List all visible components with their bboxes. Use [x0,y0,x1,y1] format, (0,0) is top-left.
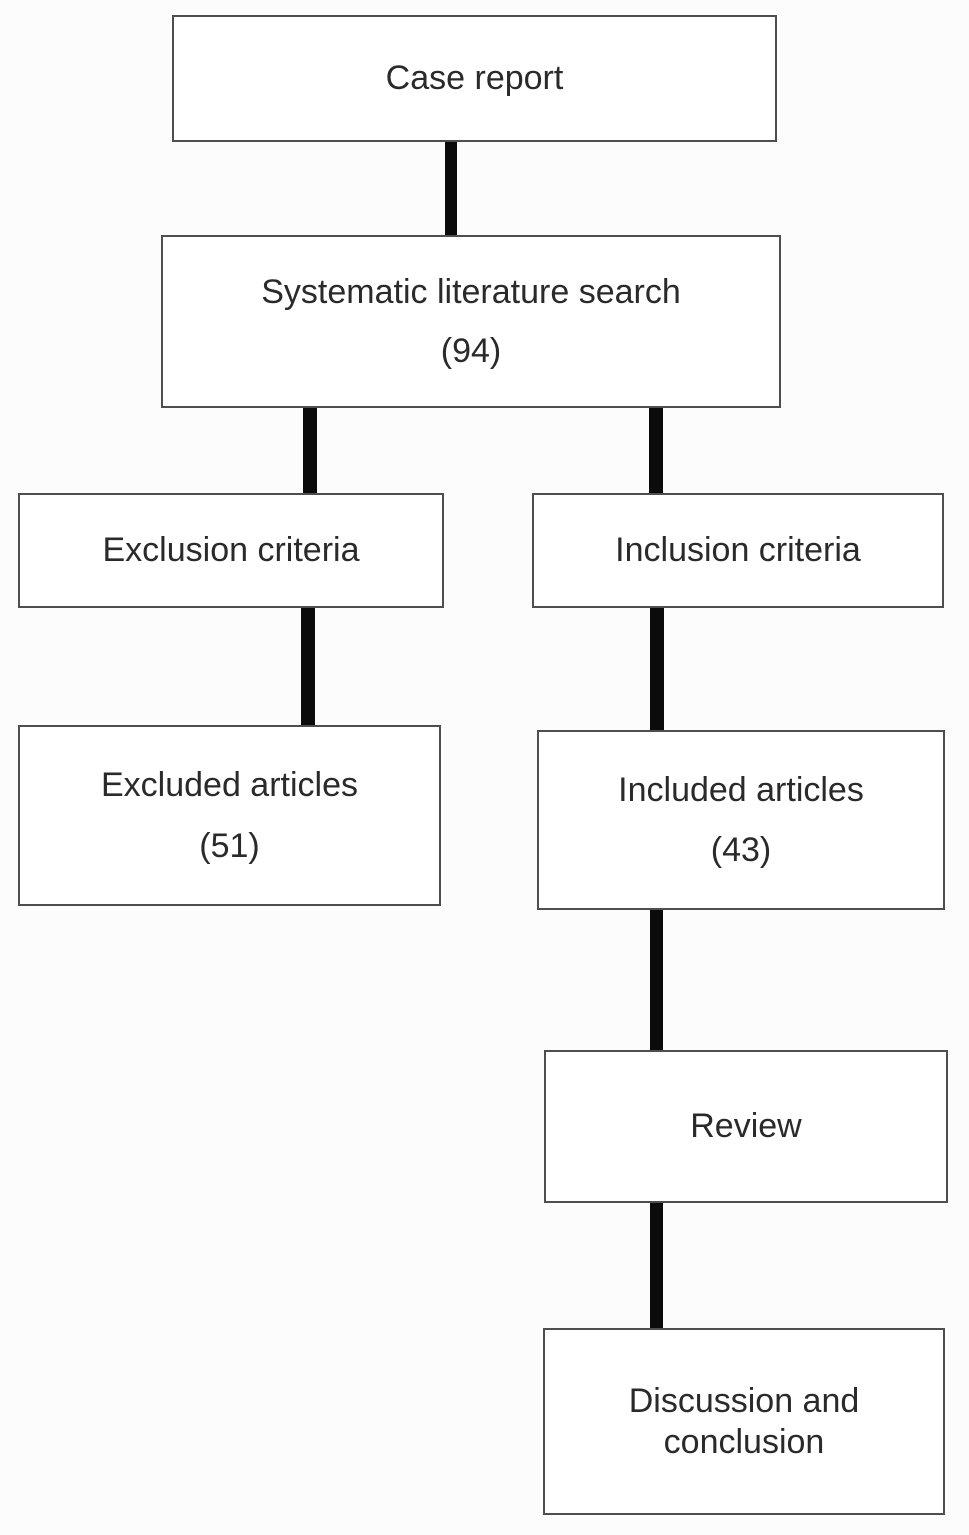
node-inclusion-criteria-label: Inclusion criteria [615,531,861,570]
node-systematic-literature-search: Systematic literature search (94) [161,235,781,408]
connector-case-report-to-search [445,139,457,237]
node-review: Review [544,1050,948,1203]
connector-review-to-discussion [650,1200,663,1330]
node-review-label: Review [690,1107,802,1146]
node-exclusion-criteria-label: Exclusion criteria [102,531,360,570]
connector-included-articles-to-review [650,907,663,1052]
node-included-articles-label: Included articles [618,770,864,809]
connector-search-to-inclusion-criteria [649,405,663,495]
node-discussion-label: Discussion and conclusion [628,1382,860,1461]
node-case-report: Case report [172,15,777,142]
node-exclusion-criteria: Exclusion criteria [18,493,444,608]
node-included-articles: Included articles (43) [537,730,945,910]
connector-search-to-exclusion-criteria [303,405,317,495]
node-excluded-articles-count: (51) [199,826,260,865]
node-included-articles-count: (43) [710,831,772,869]
node-discussion-and-conclusion: Discussion and conclusion [543,1328,945,1515]
connector-inclusion-criteria-to-included-articles [650,605,664,732]
node-case-report-label: Case report [385,59,564,98]
node-excluded-articles-label: Excluded articles [100,766,358,805]
node-inclusion-criteria: Inclusion criteria [532,493,944,608]
connector-exclusion-criteria-to-excluded-articles [301,605,315,727]
node-systematic-search-count: (94) [440,331,502,370]
node-systematic-search-label: Systematic literature search [261,273,681,312]
node-excluded-articles: Excluded articles (51) [18,725,441,906]
